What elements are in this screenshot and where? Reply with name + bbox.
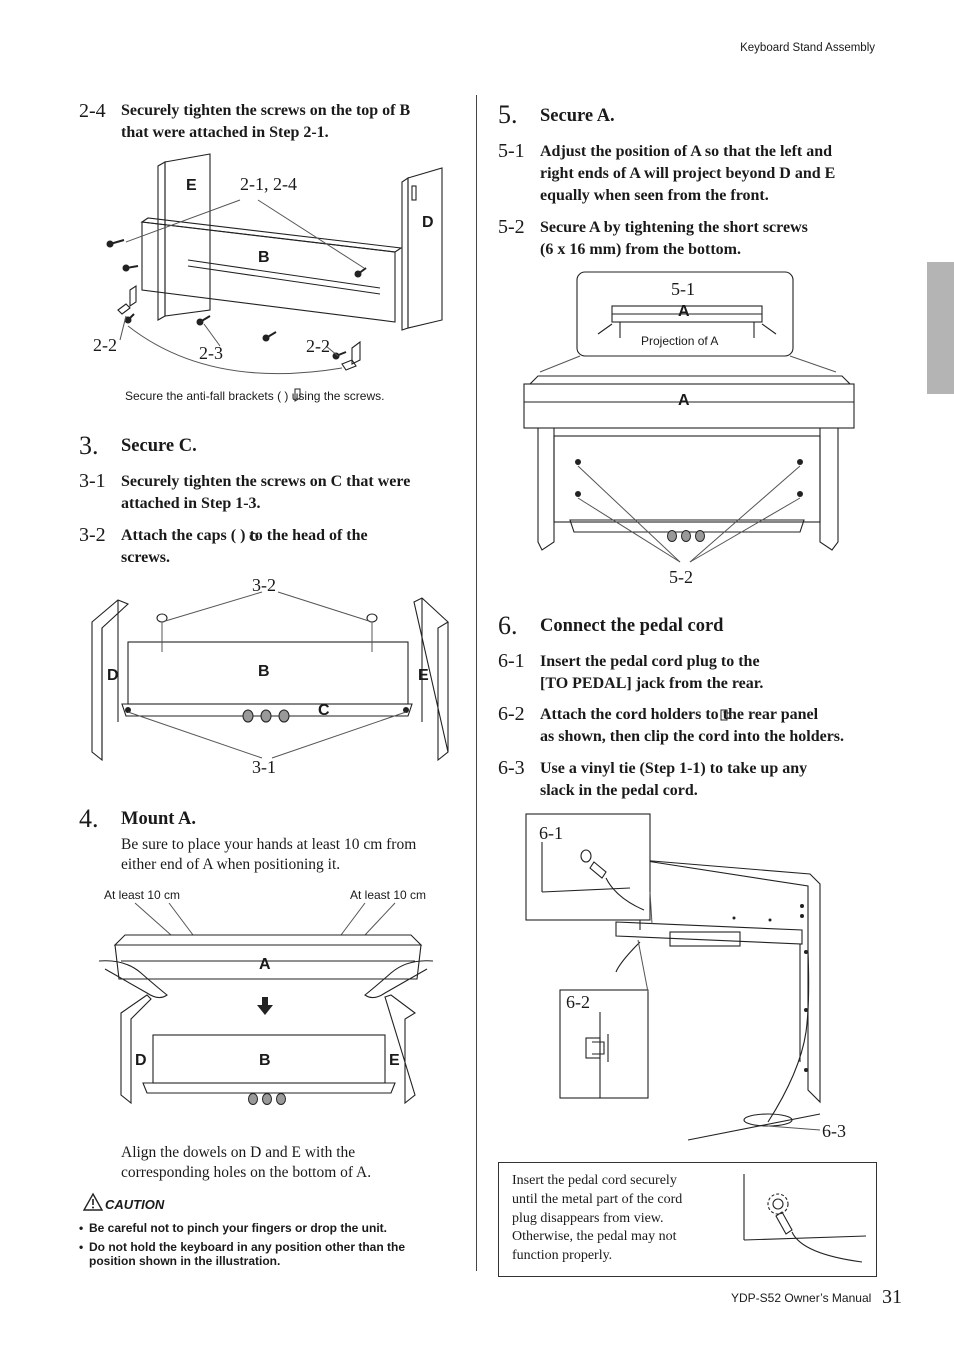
step-5-2-number: 5-2 (498, 216, 525, 238)
fig-2-4-label-2-3: 2-3 (199, 343, 223, 363)
caution-item-2-cont: position shown in the illustration. (89, 1254, 281, 1268)
fig-4-label-d: D (135, 1052, 147, 1069)
step-6-1-number: 6-1 (498, 650, 525, 672)
note-line-4: Otherwise, the pedal may not (512, 1229, 677, 1244)
step-6-title: Connect the pedal cord (540, 616, 724, 636)
fig-4-at-least-left: At least 10 cm (104, 888, 181, 902)
step-5-1-line-2: right ends of A will project beyond D an… (540, 165, 836, 182)
fig-4-label-b: B (259, 1052, 271, 1069)
fig-6-label-6-3: 6-3 (822, 1121, 846, 1141)
fig-4-label-e: E (389, 1052, 400, 1069)
fig-3-label-d: D (107, 667, 119, 684)
step-5-2-line-2: (6 x 16 mm) from the bottom. (540, 241, 741, 258)
step-3-title: Secure C. (121, 436, 197, 456)
note-line-2: until the metal part of the cord (512, 1192, 683, 1207)
step-5-2-line-1: Secure A by tightening the short screws (540, 219, 808, 236)
fig-3-label-3-1: 3-1 (252, 757, 276, 777)
cord-holder-icon (720, 709, 731, 721)
step-4-number: 4. (79, 804, 99, 833)
fig-5-label-a: A (678, 392, 690, 409)
fig-2-4-label-2-2-right: 2-2 (306, 336, 330, 356)
fig-4-label-a: A (259, 956, 271, 973)
fig-5-label-5-2: 5-2 (669, 567, 693, 587)
fig-4-at-least-right: At least 10 cm (350, 888, 427, 902)
step-3-number: 3. (79, 431, 99, 460)
step-4-align-line-1: Align the dowels on D and E with the (121, 1144, 356, 1161)
step-5-1-line-1: Adjust the position of A so that the lef… (540, 143, 833, 160)
step-4-body-line-2: either end of A when positioning it. (121, 856, 341, 873)
step-6-3-line-1: Use a vinyl tie (Step 1-1) to take up an… (540, 760, 808, 777)
step-3-1-line-1: Securely tighten the screws on C that we… (121, 473, 411, 490)
step-3-2-line-2: screws. (121, 549, 171, 566)
note-box (498, 1162, 877, 1277)
fig-5-label-5-1: 5-1 (671, 279, 695, 299)
caution-bullet-2: • (79, 1240, 84, 1254)
fig-5-projection-label: Projection of A (641, 334, 719, 348)
note-line-1: Insert the pedal cord securely (512, 1173, 677, 1188)
step-5-number: 5. (498, 100, 518, 129)
caution-item-1: Be careful not to pinch your fingers or … (89, 1221, 388, 1235)
fig-2-4-label-2-1-2-4: 2-1, 2-4 (240, 174, 297, 194)
step-2-4-illustration (106, 153, 443, 375)
caution-title: CAUTION (105, 1197, 165, 1212)
note-line-3: plug disappears from view. (512, 1211, 664, 1226)
caution-item-2: Do not hold the keyboard in any position… (89, 1240, 406, 1254)
fig-2-4-label-2-2-left: 2-2 (93, 335, 117, 355)
step-6-2-line-1: Attach the cord holders to the rear pane… (540, 706, 819, 723)
fig-2-4-label-b: B (258, 249, 270, 266)
step-3-illustration (91, 591, 449, 762)
footer-model: YDP-S52 Owner’s Manual (731, 1291, 872, 1305)
step-6-1-line-1: Insert the pedal cord plug to the (540, 653, 760, 670)
caution-bullet-1: • (79, 1221, 84, 1235)
footer-page-number: 31 (882, 1286, 902, 1308)
fig-6-label-6-1: 6-1 (539, 823, 563, 843)
fig-2-4-label-d: D (422, 214, 434, 231)
step-4-body-line-1: Be sure to place your hands at least 10 … (121, 836, 417, 853)
step-2-4-number: 2-4 (79, 100, 106, 122)
step-3-1-number: 3-1 (79, 470, 106, 492)
fig-6-label-6-2: 6-2 (566, 992, 590, 1012)
step-6-3-line-2: slack in the pedal cord. (540, 782, 698, 799)
step-6-1-line-2: [TO PEDAL] jack from the rear. (540, 675, 764, 692)
step-6-2-number: 6-2 (498, 703, 525, 725)
step-6-3-number: 6-3 (498, 757, 525, 779)
running-header: Keyboard Stand Assembly (740, 42, 875, 54)
column-divider (476, 95, 477, 1271)
step-5-title: Secure A. (540, 106, 615, 126)
note-plug-illustration (743, 1174, 867, 1263)
step-5-1-number: 5-1 (498, 140, 525, 162)
step-4-illustration (98, 902, 434, 1105)
warning-triangle-icon (82, 1192, 104, 1211)
step-3-1-line-2: attached in Step 1-3. (121, 495, 261, 512)
step-5-illustration (523, 271, 855, 563)
section-thumb-tab (927, 262, 954, 394)
fig-2-4-label-e: E (186, 177, 197, 194)
fig-2-4-caption: Secure the anti-fall brackets ( ) using … (125, 389, 385, 403)
step-5-1-line-3: equally when seen from the front. (540, 187, 769, 204)
step-2-4-line-1: Securely tighten the screws on the top o… (121, 102, 411, 119)
cap-icon (249, 533, 259, 541)
step-4-title: Mount A. (121, 809, 197, 829)
step-3-2-line-1: Attach the caps ( ) to the head of the (121, 527, 368, 544)
step-2-4-line-2: that were attached in Step 2-1. (121, 124, 329, 141)
anti-fall-bracket-icon (294, 388, 301, 402)
fig-3-label-c: C (318, 702, 330, 719)
step-6-2-line-2: as shown, then clip the cord into the ho… (540, 728, 845, 745)
fig-3-label-3-2: 3-2 (252, 575, 276, 595)
fig-5-inset-label-a: A (678, 303, 690, 320)
step-4-align-line-2: corresponding holes on the bottom of A. (121, 1164, 372, 1181)
fig-3-label-e: E (418, 667, 429, 684)
note-line-5: function properly. (512, 1248, 613, 1263)
step-6-illustration (525, 813, 821, 1141)
fig-3-label-b: B (258, 663, 270, 680)
step-3-2-number: 3-2 (79, 524, 106, 546)
step-6-number: 6. (498, 611, 518, 640)
